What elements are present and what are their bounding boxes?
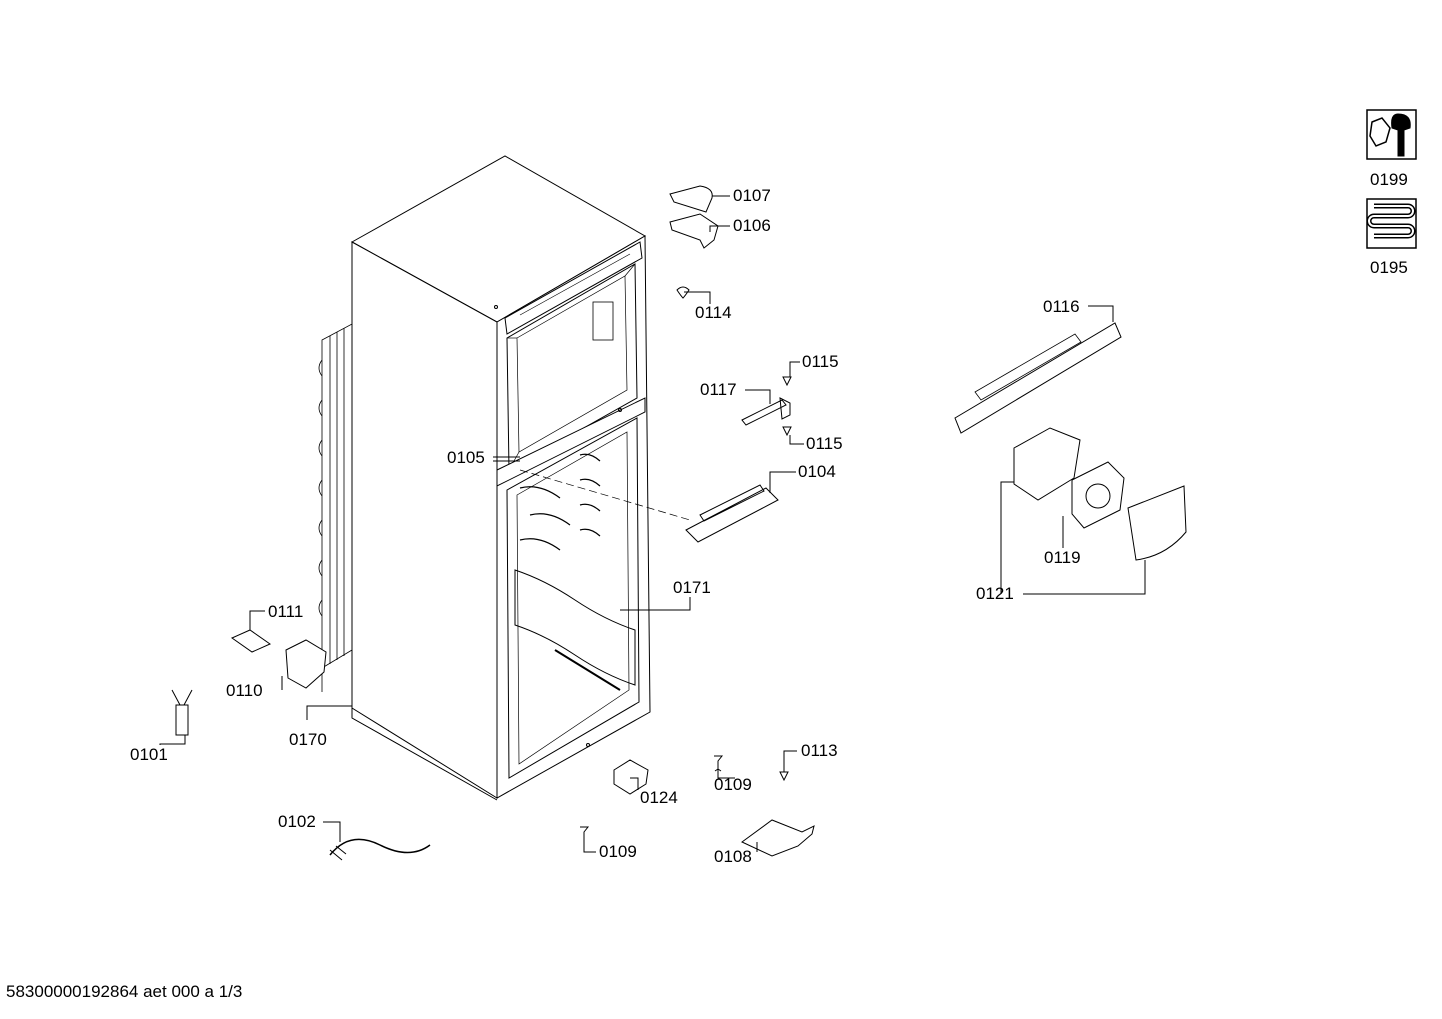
- part-label-0116: 0116: [1043, 297, 1080, 316]
- air-duct-shape: [1127, 485, 1187, 561]
- document-footer-code: 58300000192864 aet 000 a 1/3: [6, 982, 243, 1001]
- wrench-nut-icon: [1366, 109, 1417, 160]
- part-label-0171: 0171: [673, 578, 711, 597]
- bottom-hinge-shape: [741, 819, 815, 857]
- part-label-0170: 0170: [289, 730, 327, 749]
- part-label-0121: 0121: [976, 584, 1014, 603]
- part-label-0114: 0114: [695, 303, 732, 322]
- part-label-0115-bottom: 0115: [806, 434, 843, 453]
- part-label-0107: 0107: [733, 186, 771, 205]
- screw-0113-shape: [779, 771, 789, 782]
- coil-tube-icon: [1366, 198, 1417, 249]
- grid-cover-0121-shape: [1013, 427, 1081, 501]
- part-label-0113: 0113: [801, 741, 838, 760]
- plate-0111-shape: [230, 629, 272, 653]
- screw-0115-top-shape: [782, 376, 792, 387]
- part-label-0119: 0119: [1044, 548, 1081, 567]
- capacitor-0101-shape: [171, 689, 193, 736]
- part-label-0199: 0199: [1370, 170, 1408, 189]
- part-label-0109-a: 0109: [714, 775, 752, 794]
- top-hinge-shape: [669, 213, 719, 249]
- cap-0114-shape: [676, 286, 690, 299]
- part-label-0106: 0106: [733, 216, 771, 235]
- fan-0119-shape: [1071, 461, 1125, 529]
- part-label-0109-b: 0109: [599, 842, 637, 861]
- screw-0109-a-shape: [714, 755, 724, 772]
- control-board-shape: [685, 484, 779, 543]
- part-label-0101: 0101: [130, 745, 168, 764]
- part-label-0105: 0105: [447, 448, 485, 467]
- part-label-0102: 0102: [278, 812, 316, 831]
- control-panel-0116-shape: [954, 322, 1122, 434]
- part-label-0195: 0195: [1370, 258, 1408, 277]
- part-label-0110: 0110: [226, 681, 263, 700]
- screw-0115-bottom-shape: [782, 426, 792, 437]
- part-label-0108: 0108: [714, 847, 752, 866]
- condenser-grid: [318, 323, 353, 692]
- part-label-0117: 0117: [700, 380, 737, 399]
- bracket-0110-shape: [285, 639, 327, 689]
- part-label-0111: 0111: [268, 602, 304, 621]
- part-label-0115-top: 0115: [802, 352, 839, 371]
- refrigerator-cabinet: [350, 155, 651, 801]
- hinge-cover-shape: [669, 185, 713, 213]
- part-0124-shape: [613, 759, 649, 795]
- leader-lines: [159, 195, 1146, 853]
- power-cable-shape: [329, 838, 431, 856]
- part-label-0104: 0104: [798, 462, 836, 481]
- middle-hinge-shape: [741, 397, 791, 426]
- part-label-0124: 0124: [640, 788, 678, 807]
